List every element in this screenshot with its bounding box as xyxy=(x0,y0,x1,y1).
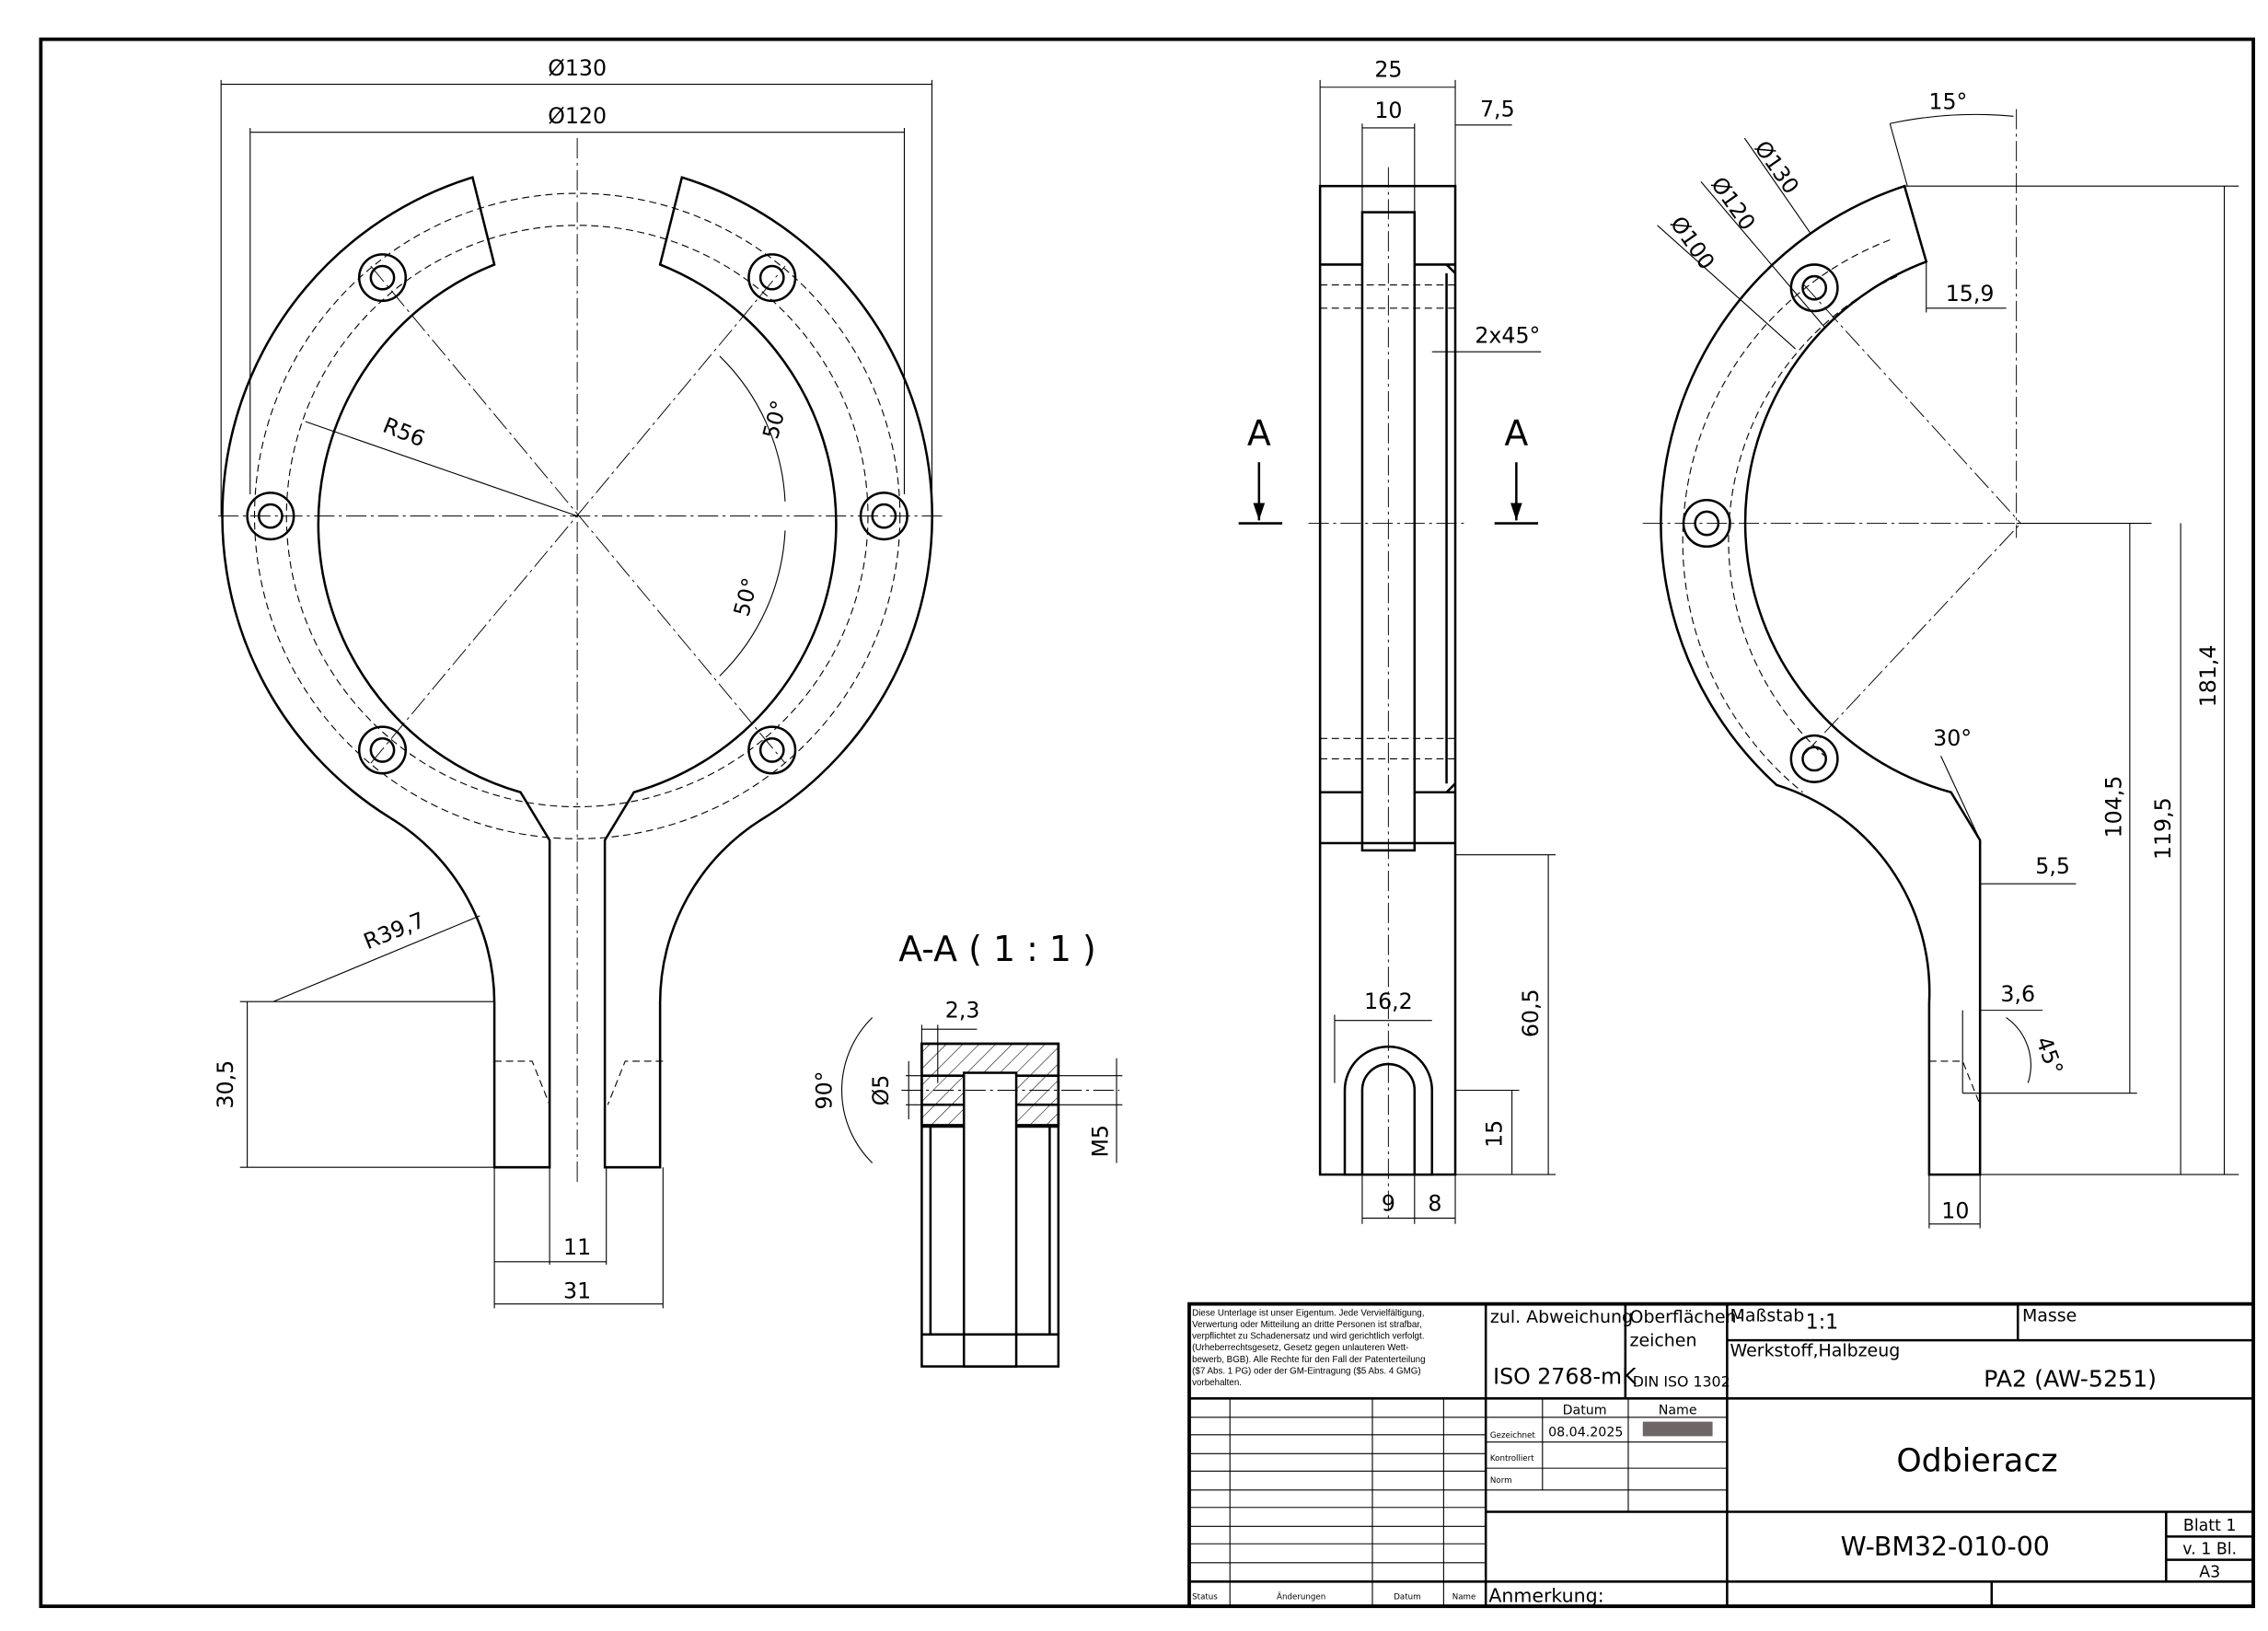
section-label-a-left: A xyxy=(1247,412,1271,453)
section-label-a-right: A xyxy=(1504,412,1528,453)
hole xyxy=(859,492,908,541)
title-block: Diese Unterlage ist unser Eigentum. Jede… xyxy=(1187,1301,2255,1609)
dim-right-181-4: 181,4 xyxy=(2195,644,2221,707)
hole xyxy=(747,253,797,303)
hole xyxy=(747,725,797,775)
dim-front-height-30-5: 30,5 xyxy=(213,1060,238,1109)
section-marker-right xyxy=(1494,462,1539,525)
surface-label-2: zeichen xyxy=(1630,1330,1697,1350)
drawn-label: Gezeichnet xyxy=(1490,1431,1535,1440)
hole xyxy=(246,492,295,541)
mass-label: Masse xyxy=(2022,1306,2077,1326)
name-header: Name xyxy=(1659,1404,1697,1418)
dim-side-chamfer: 2x45° xyxy=(1475,323,1540,349)
dim-front-diameter-130: Ø130 xyxy=(548,55,607,81)
hole xyxy=(357,253,408,303)
changes-status-header: Status xyxy=(1192,1592,1218,1602)
sheet-border xyxy=(39,37,2255,1609)
scale-label: Maßstab xyxy=(1730,1306,1805,1326)
dim-side-16-2: 16,2 xyxy=(1364,989,1413,1014)
svg-text:verpflichtet zu Schadenersatz: verpflichtet zu Schadenersatz und wird g… xyxy=(1192,1332,1424,1342)
section-a-a: A-A ( 1 : 1 ) 2,3 Ø5 90° M5 xyxy=(812,929,1123,1368)
redacted-name xyxy=(1642,1421,1713,1437)
changes-name-header: Name xyxy=(1452,1592,1476,1602)
dim-front-width-31: 31 xyxy=(563,1278,591,1303)
hole xyxy=(1682,499,1731,549)
dim-side-8: 8 xyxy=(1428,1191,1441,1217)
drawing-title: Odbieracz xyxy=(1896,1442,2057,1479)
dim-right-10: 10 xyxy=(1941,1197,1969,1223)
norm-label: Norm xyxy=(1490,1476,1512,1486)
hole xyxy=(357,725,408,775)
dim-right-30deg: 30° xyxy=(1933,725,1972,751)
drawn-date: 08.04.2025 xyxy=(1548,1425,1623,1440)
dim-side-9: 9 xyxy=(1382,1191,1395,1217)
hole xyxy=(1789,734,1839,783)
scale-value: 1:1 xyxy=(1806,1311,1839,1335)
changes-header: Änderungen xyxy=(1277,1591,1325,1602)
dim-front-slot-11: 11 xyxy=(563,1234,591,1260)
sheet-total: v. 1 Bl. xyxy=(2182,1540,2237,1558)
dim-right-15deg: 15° xyxy=(1928,88,1967,114)
drawing-number: W-BM32-010-00 xyxy=(1841,1532,2050,1562)
mounting-holes xyxy=(246,253,908,775)
material-value: PA2 (AW-5251) xyxy=(1984,1366,2157,1393)
section-title: A-A ( 1 : 1 ) xyxy=(898,929,1096,969)
svg-text:($7 Abs. 1 PG) oder der GM-Ein: ($7 Abs. 1 PG) oder der GM-Eintragung ($… xyxy=(1192,1366,1420,1376)
material-label: Werkstoff,Halbzeug xyxy=(1730,1341,1901,1361)
svg-text:(Urheberrechtsgesetz, Gesetz g: (Urheberrechtsgesetz, Gesetz gegen unlau… xyxy=(1192,1343,1408,1353)
tolerance-label: zul. Abweichung xyxy=(1490,1307,1633,1327)
dim-right-3-6: 3,6 xyxy=(2000,981,2035,1007)
svg-text:vorbehalten.: vorbehalten. xyxy=(1192,1378,1242,1388)
surface-label-1: Oberflächen- xyxy=(1630,1307,1743,1327)
checked-label: Kontrolliert xyxy=(1490,1454,1534,1463)
paper-format: A3 xyxy=(2199,1564,2220,1582)
remark-label: Anmerkung: xyxy=(1488,1584,1603,1606)
dim-section-m5: M5 xyxy=(1088,1125,1114,1158)
svg-text:Diese Unterlage ist unser Eige: Diese Unterlage ist unser Eigentum. Jede… xyxy=(1192,1308,1424,1318)
dim-side-25: 25 xyxy=(1374,57,1402,83)
section-marker-left xyxy=(1238,462,1283,525)
dim-right-104-5: 104,5 xyxy=(2100,776,2126,839)
copyright-notice: Diese Unterlage ist unser Eigentum. Jede… xyxy=(1192,1308,1425,1388)
dim-side-60-5: 60,5 xyxy=(1518,989,1544,1037)
dim-section-90deg: 90° xyxy=(812,1071,838,1110)
datum-header: Datum xyxy=(1563,1404,1607,1418)
side-view: 25 10 7,5 2x45° A A 16,2 60,5 15 9 8 xyxy=(1238,57,1556,1224)
dim-side-7-5: 7,5 xyxy=(1480,96,1515,121)
dim-section-2-3: 2,3 xyxy=(945,998,980,1024)
svg-text:Verwertung oder Mitteilung an: Verwertung oder Mitteilung an dritte Per… xyxy=(1192,1320,1422,1330)
dim-side-10: 10 xyxy=(1374,98,1402,123)
changes-date-header: Datum xyxy=(1394,1592,1420,1602)
tolerance-value: ISO 2768-mK xyxy=(1493,1364,1637,1390)
svg-text:bewerb, BGB). Alle Rechte für: bewerb, BGB). Alle Rechte für den Fall d… xyxy=(1192,1355,1425,1365)
sheet-number: Blatt 1 xyxy=(2183,1517,2237,1535)
surface-value: DIN ISO 1302 xyxy=(1633,1373,1730,1391)
dim-side-15: 15 xyxy=(1482,1120,1508,1148)
dim-right-119-5: 119,5 xyxy=(2150,797,2176,860)
dim-right-5-5: 5,5 xyxy=(2035,853,2070,879)
dim-front-diameter-120: Ø120 xyxy=(548,103,607,129)
dim-right-15-9: 15,9 xyxy=(1946,281,1995,307)
dim-section-d5: Ø5 xyxy=(868,1075,894,1106)
